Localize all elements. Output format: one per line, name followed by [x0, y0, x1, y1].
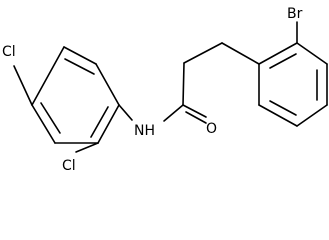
bond-ring-nh — [118, 104, 133, 121]
bond-carbonyl-ch2 — [182, 62, 185, 106]
bond-ring-cl-top — [13, 65, 33, 106]
chlorine-label-top: Cl — [2, 44, 16, 60]
bond-carbonyl-double-o-b — [185, 111, 207, 124]
bond-ch2-ring — [221, 42, 260, 65]
amine-label: NH — [134, 123, 155, 139]
bond-ring-cl-bottom — [75, 142, 99, 153]
oxygen-label: O — [206, 121, 217, 137]
bromine-label: Br — [287, 6, 303, 22]
chlorine-label-bottom: Cl — [62, 158, 76, 174]
bromophenyl-ring — [258, 42, 328, 127]
bond-carbonyl-double-o-a — [182, 104, 207, 118]
dichlorophenyl-ring — [31, 46, 120, 144]
bond-nh-carbonyl — [163, 104, 184, 122]
chemical-structure-diagram: Cl Cl NH O Br — [2, 6, 328, 174]
bond-ch2-ch2 — [183, 42, 223, 64]
